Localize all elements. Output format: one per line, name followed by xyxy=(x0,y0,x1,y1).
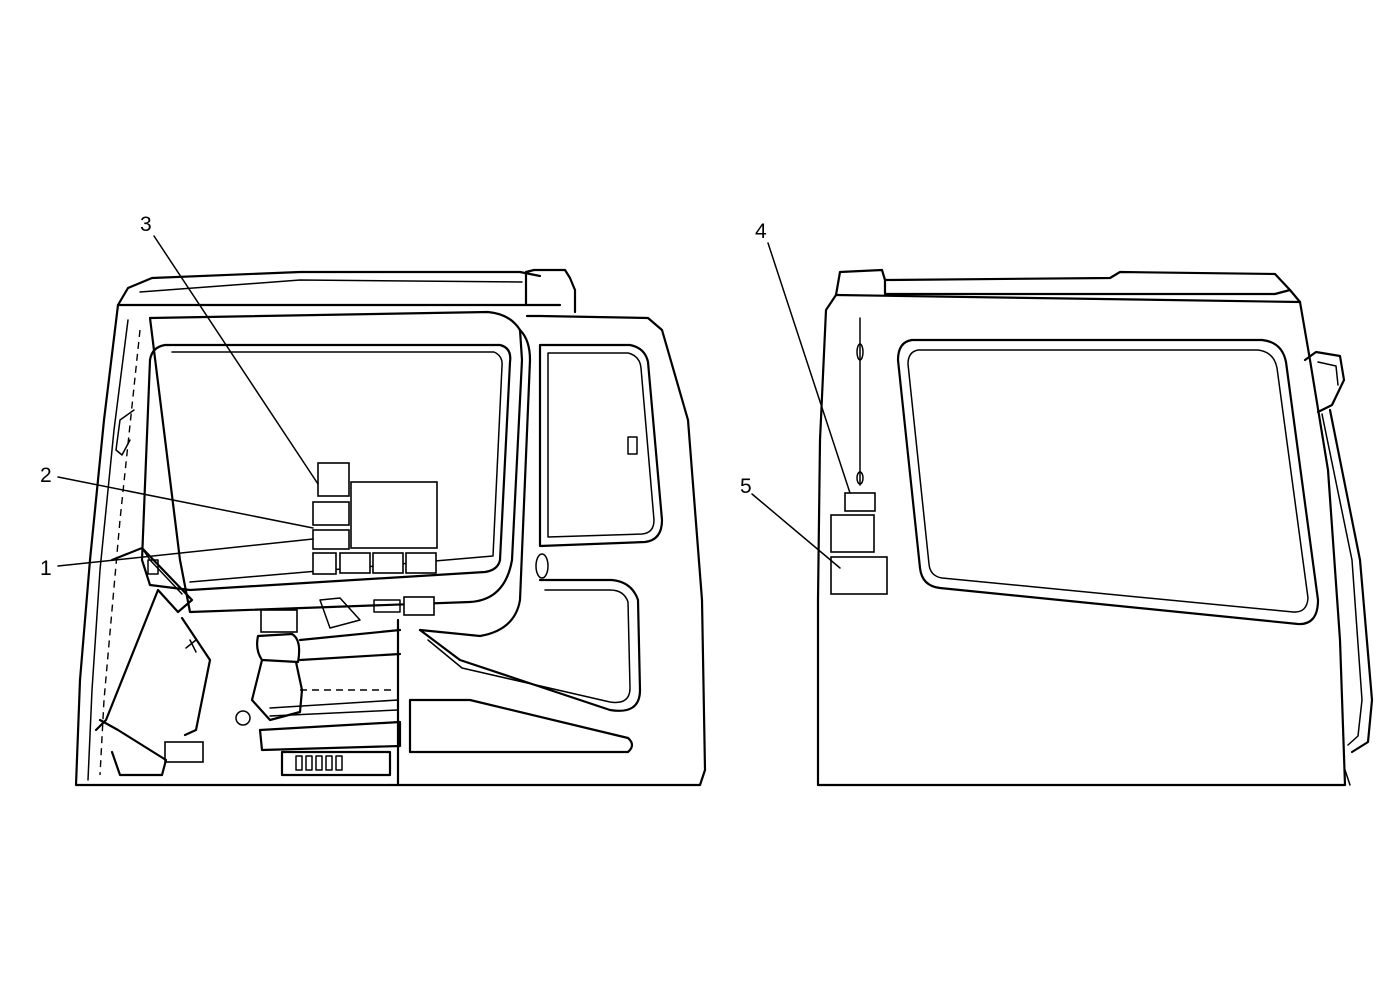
rear-handrail-inner xyxy=(1321,413,1363,746)
decal-console xyxy=(403,596,435,616)
cab-rear-foot xyxy=(1344,769,1351,786)
cab-top-edge-right xyxy=(834,293,1302,304)
leader-5 xyxy=(751,493,841,569)
callout-1: 1 xyxy=(40,557,52,580)
roof-inner-line xyxy=(139,279,523,293)
leader-lines xyxy=(57,235,851,569)
cab-roof-right xyxy=(834,268,1302,304)
decal-small-c xyxy=(372,552,404,574)
leader-4 xyxy=(767,242,851,494)
pedal xyxy=(98,718,168,777)
decal-2 xyxy=(312,501,350,526)
front-window-seal xyxy=(171,351,503,583)
cab-front-pillar-inner xyxy=(87,319,129,781)
decal-seat-back xyxy=(260,609,298,633)
console-switch xyxy=(147,559,159,575)
side-window-right xyxy=(896,338,1320,626)
callout-4: 4 xyxy=(755,220,767,243)
decal-4 xyxy=(844,492,876,512)
left-view-cab-interior xyxy=(74,268,707,787)
decal-3 xyxy=(317,462,350,497)
callout-5: 5 xyxy=(740,475,752,498)
side-window-lower-seal xyxy=(427,589,631,704)
seat-base xyxy=(280,750,392,777)
decal-large-panel xyxy=(350,481,438,549)
rear-post-cap xyxy=(524,268,577,314)
seat-knob xyxy=(235,710,251,726)
side-window-upper-seal xyxy=(547,352,655,538)
cab-roof xyxy=(116,270,542,307)
cab-outline xyxy=(74,303,707,787)
armrest xyxy=(298,628,402,662)
right-joystick xyxy=(319,597,361,629)
leader-3 xyxy=(153,235,319,485)
seat-back xyxy=(250,658,304,722)
door-frame-outer xyxy=(148,310,524,614)
side-window-lower xyxy=(418,578,642,712)
rear-handrail xyxy=(1328,408,1374,754)
mirror-bracket-inner xyxy=(1317,361,1339,386)
seat-rails xyxy=(269,699,399,717)
right-view-cab-exterior xyxy=(816,268,1374,787)
seat-cushion xyxy=(258,720,402,752)
decal-small-a xyxy=(312,552,337,575)
front-grab-handle xyxy=(115,409,135,456)
callout-2: 2 xyxy=(40,464,52,487)
left-lever-box xyxy=(180,616,212,737)
switch-panel xyxy=(373,599,401,613)
decal-small-b xyxy=(339,552,371,574)
front-pillar-hidden-line xyxy=(99,329,141,776)
decal-1 xyxy=(312,529,350,550)
window-latch xyxy=(627,436,638,455)
door-handle xyxy=(535,553,549,579)
side-window-right-seal xyxy=(907,349,1309,613)
left-console xyxy=(94,546,194,732)
front-window xyxy=(140,343,512,592)
callout-3: 3 xyxy=(140,213,152,236)
antenna-node-upper xyxy=(856,343,864,361)
leader-1 xyxy=(57,538,314,567)
lever-knob xyxy=(185,639,197,653)
seat-base-vents xyxy=(295,755,343,771)
decal-small-d xyxy=(405,552,437,574)
decal-floor xyxy=(164,741,204,763)
decal-upper-side xyxy=(830,514,875,553)
leader-2 xyxy=(57,476,314,529)
seat-headrest xyxy=(256,632,301,664)
mirror-bracket xyxy=(1303,350,1346,414)
decal-5 xyxy=(830,556,888,595)
callout-labels: 3 2 1 4 5 xyxy=(40,213,767,580)
door-lower-panel xyxy=(408,698,634,754)
door-hinge-pillar xyxy=(418,328,532,638)
roof-ledge-right xyxy=(883,278,1292,296)
cab-outline-right xyxy=(816,293,1347,787)
side-window-upper xyxy=(538,343,664,548)
antenna-node-lower xyxy=(856,471,864,485)
